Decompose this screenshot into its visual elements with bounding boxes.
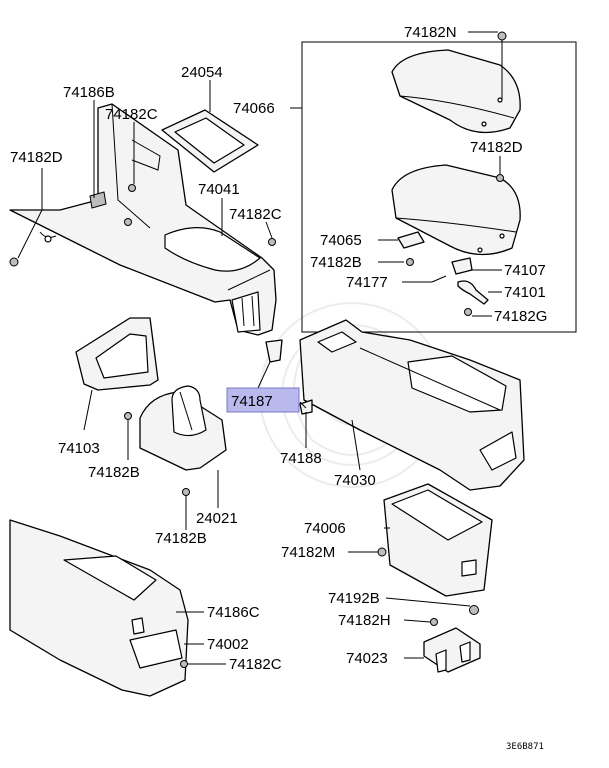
clip-74188 — [299, 399, 313, 415]
shift-bezel-24054 — [161, 109, 259, 173]
label-74192B[interactable]: 74192B — [328, 590, 380, 607]
label-74186B[interactable]: 74186B — [63, 84, 115, 101]
upper-console-74041 — [9, 103, 277, 336]
label-74101[interactable]: 74101 — [504, 284, 546, 301]
boot-holder-74103 — [75, 317, 159, 391]
leader-lines — [17, 31, 503, 665]
label-24054[interactable]: 24054 — [181, 64, 223, 81]
label-74182B-bottom[interactable]: 74182B — [155, 530, 207, 547]
screws — [9, 31, 507, 668]
storage-box-74006 — [383, 483, 493, 597]
label-74182C-mid[interactable]: 74182C — [229, 206, 282, 223]
label-74182C-bottom[interactable]: 74182C — [229, 656, 282, 673]
label-74103[interactable]: 74103 — [58, 440, 100, 457]
label-74182D-left[interactable]: 74182D — [10, 149, 63, 166]
diagram-code: 3E6B871 — [506, 742, 544, 752]
label-74030[interactable]: 74030 — [334, 472, 376, 489]
latch-74065 — [397, 231, 425, 249]
label-74182C-top[interactable]: 74182C — [105, 106, 158, 123]
spring-74101 — [457, 280, 489, 305]
label-74177[interactable]: 74177 — [346, 274, 388, 291]
label-74182M[interactable]: 74182M — [281, 544, 335, 561]
label-74182B-left[interactable]: 74182B — [88, 464, 140, 481]
label-74065[interactable]: 74065 — [320, 232, 362, 249]
bracket-74023 — [423, 627, 481, 673]
label-74182D-right[interactable]: 74182D — [470, 139, 523, 156]
shift-boot-24021 — [139, 385, 227, 471]
label-74002[interactable]: 74002 — [207, 636, 249, 653]
label-74006[interactable]: 74006 — [304, 520, 346, 537]
label-74107[interactable]: 74107 — [504, 262, 546, 279]
label-74182N[interactable]: 74182N — [404, 24, 457, 41]
label-74182B-right[interactable]: 74182B — [310, 254, 362, 271]
label-74041[interactable]: 74041 — [198, 181, 240, 198]
label-74188[interactable]: 74188 — [280, 450, 322, 467]
armrest-assembly-box — [301, 41, 577, 333]
latch-74107 — [451, 257, 473, 275]
label-74182G[interactable]: 74182G — [494, 308, 547, 325]
label-74182H[interactable]: 74182H — [338, 612, 391, 629]
label-24021[interactable]: 24021 — [196, 510, 238, 527]
armrest-base — [391, 164, 521, 256]
pin-74177 — [431, 275, 447, 283]
lower-console-74030 — [299, 319, 525, 491]
label-74066[interactable]: 74066 — [233, 100, 275, 117]
plug-74187 — [265, 339, 283, 363]
label-74023[interactable]: 74023 — [346, 650, 388, 667]
label-74187[interactable]: 74187 — [231, 393, 273, 410]
armrest-lid-74066 — [391, 49, 521, 134]
label-74186C[interactable]: 74186C — [207, 604, 260, 621]
highlight-74187[interactable] — [226, 387, 300, 413]
rear-console-74002 — [9, 519, 189, 697]
part-labels: 74182N 24054 74186B 74182C 74066 74182D … — [10, 24, 547, 752]
